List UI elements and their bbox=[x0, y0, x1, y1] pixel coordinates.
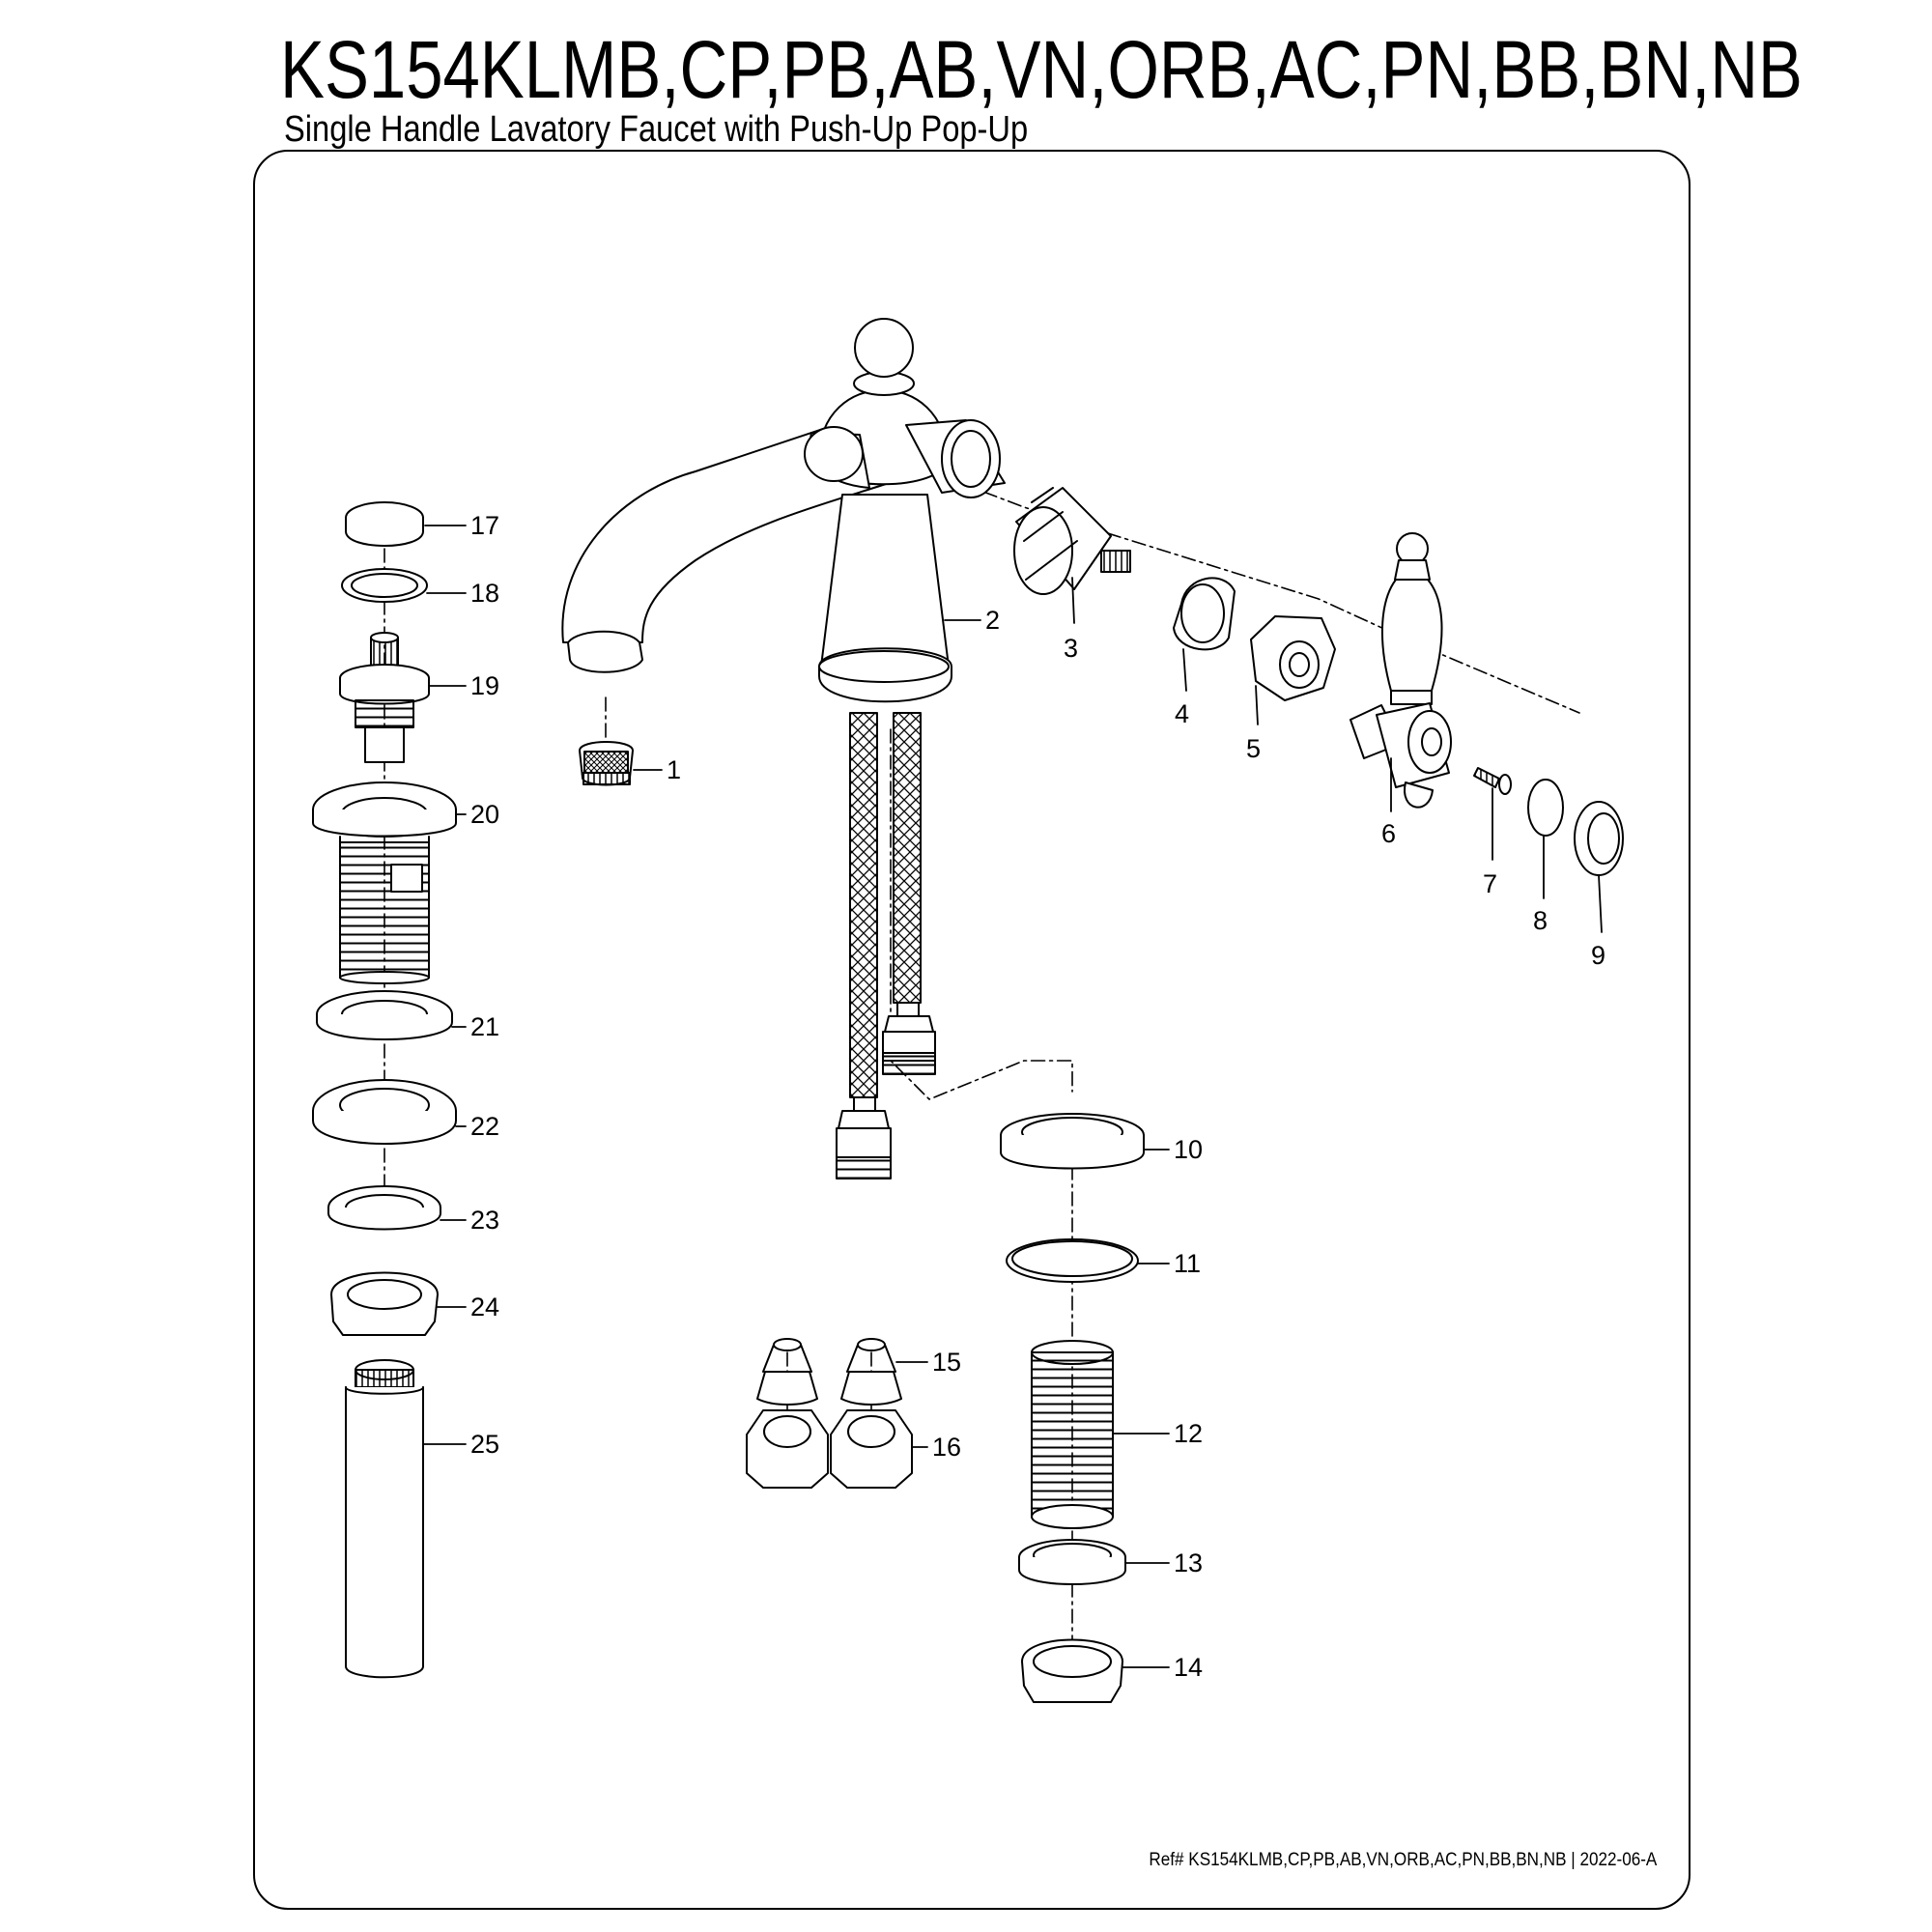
mounting-hardware bbox=[1000, 1113, 1145, 1703]
handle-screw bbox=[1473, 767, 1512, 795]
callout-5: 5 bbox=[1246, 734, 1261, 763]
callout-17: 17 bbox=[470, 511, 499, 540]
callout-22: 22 bbox=[470, 1112, 499, 1141]
reference-footer: Ref# KS154KLMB,CP,PB,AB,VN,ORB,AC,PN,BB,… bbox=[1149, 1850, 1657, 1870]
page-subtitle: Single Handle Lavatory Faucet with Push-… bbox=[284, 109, 1029, 150]
leader-lines bbox=[422, 525, 1603, 1668]
lever-handle bbox=[1350, 532, 1452, 809]
callout-20: 20 bbox=[470, 800, 499, 829]
callout-labels: 1 2 3 4 5 6 7 8 9 10 11 12 13 14 15 16 1… bbox=[470, 511, 1605, 1682]
callout-14: 14 bbox=[1174, 1653, 1203, 1682]
callout-4: 4 bbox=[1175, 699, 1189, 728]
bonnet-hex-nut bbox=[1250, 615, 1336, 701]
bonnet-washer bbox=[1173, 577, 1236, 651]
supply-hoses bbox=[836, 712, 936, 1179]
callout-15: 15 bbox=[932, 1348, 961, 1377]
callout-13: 13 bbox=[1174, 1548, 1203, 1577]
cap-ring bbox=[1574, 801, 1624, 876]
cartridge bbox=[1013, 487, 1131, 595]
popup-drain bbox=[312, 501, 457, 1679]
page-title: KS154KLMB,CP,PB,AB,VN,ORB,AC,PN,BB,BN,NB bbox=[280, 24, 1803, 115]
callout-9: 9 bbox=[1591, 941, 1605, 970]
callout-12: 12 bbox=[1174, 1419, 1203, 1448]
callout-24: 24 bbox=[470, 1293, 499, 1321]
index-disc bbox=[1527, 779, 1564, 837]
callout-16: 16 bbox=[932, 1433, 961, 1462]
callout-11: 11 bbox=[1174, 1249, 1201, 1278]
callout-3: 3 bbox=[1064, 634, 1078, 663]
compression-fittings bbox=[746, 1338, 913, 1489]
callout-8: 8 bbox=[1533, 906, 1548, 935]
callout-19: 19 bbox=[470, 671, 499, 700]
callout-6: 6 bbox=[1381, 819, 1396, 848]
callout-21: 21 bbox=[470, 1012, 499, 1041]
callout-7: 7 bbox=[1483, 869, 1497, 898]
callout-1: 1 bbox=[667, 755, 681, 784]
callout-18: 18 bbox=[470, 579, 499, 608]
callout-2: 2 bbox=[985, 606, 1000, 635]
callout-25: 25 bbox=[470, 1430, 499, 1459]
diagram-frame bbox=[253, 150, 1690, 1910]
faucet-body bbox=[561, 318, 1006, 703]
callout-10: 10 bbox=[1174, 1135, 1203, 1164]
callout-23: 23 bbox=[470, 1206, 499, 1235]
aerator bbox=[579, 741, 634, 786]
